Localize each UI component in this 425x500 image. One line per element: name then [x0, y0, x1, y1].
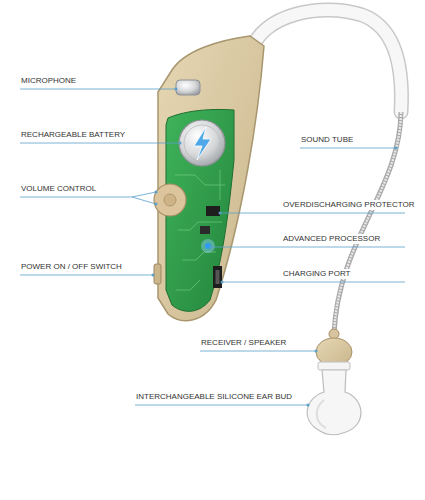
- part-label: RECEIVER / SPEAKER: [200, 338, 287, 348]
- part-label: POWER ON / OFF SWITCH: [20, 262, 123, 272]
- led-glow: [201, 239, 215, 253]
- part-label: MICROPHONE: [20, 76, 77, 86]
- ear-bud-shade: [317, 400, 326, 428]
- leader-dots: [152, 88, 398, 407]
- part-label: INTERCHANGEABLE SILICONE EAR BUD: [135, 392, 293, 402]
- battery: [179, 120, 225, 166]
- sound-tube-outline: [334, 112, 401, 334]
- protector-chip: [206, 206, 220, 216]
- housing: [158, 36, 264, 321]
- part-label: ADVANCED PROCESSOR: [282, 234, 381, 244]
- ear-hook-outline: [252, 10, 401, 112]
- part-label: SOUND TUBE: [300, 135, 354, 145]
- ear-bud: [307, 370, 361, 435]
- battery-rim: [184, 125, 220, 161]
- leader-lines: [20, 89, 405, 405]
- ear-hook: [252, 10, 401, 112]
- volume-dial: [154, 184, 186, 216]
- sound-tube: [334, 112, 401, 334]
- part-label: RECHARGEABLE BATTERY: [20, 130, 126, 140]
- charging-port-inner: [216, 270, 220, 284]
- volume-dial-hub: [164, 194, 176, 206]
- receiver-band: [318, 362, 350, 370]
- processor-chip: [200, 226, 210, 234]
- microphone: [176, 80, 200, 95]
- part-label: CHARGING PORT: [282, 269, 351, 279]
- power-switch: [154, 264, 161, 284]
- battery-bolt: [194, 127, 211, 160]
- part-label: VOLUME CONTROL: [20, 184, 97, 194]
- circuit-traces: [175, 170, 225, 290]
- part-label: OVERDISCHARGING PROTECTOR: [282, 200, 415, 210]
- charging-port: [213, 266, 222, 288]
